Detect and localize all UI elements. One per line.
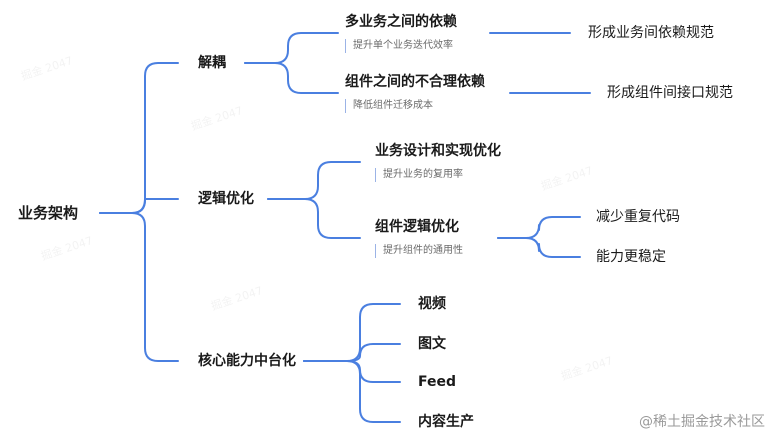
root-node: 业务架构 — [18, 204, 79, 222]
decouple-item-b-note: 降低组件迁移成本 — [345, 99, 433, 113]
link-root-decouple — [99, 62, 179, 214]
link-logic-b — [267, 198, 361, 239]
link-logic-a — [267, 161, 361, 200]
core-item-content: 内容生产 — [418, 414, 474, 430]
decouple-item-a-result: 形成业务间依赖规范 — [588, 25, 714, 41]
branch-logic: 逻辑优化 — [198, 191, 254, 207]
branch-decouple: 解耦 — [198, 55, 226, 71]
link-decouple-b — [244, 62, 339, 94]
logic-item-b-note: 提升组件的通用性 — [375, 244, 463, 258]
link-root-core — [99, 212, 179, 362]
core-item-graphic: 图文 — [418, 336, 446, 352]
link-core-1 — [303, 303, 401, 362]
core-item-video: 视频 — [418, 296, 446, 312]
logic-item-a-note: 提升业务的复用率 — [375, 168, 463, 182]
link-root-logic — [99, 198, 179, 214]
source-footer: @稀土掘金技术社区 — [639, 414, 765, 430]
link-core-2 — [303, 343, 401, 362]
link-core-3 — [303, 360, 401, 383]
logic-item-b-result-2: 能力更稳定 — [596, 249, 666, 265]
link-logic-b-r1 — [497, 216, 581, 239]
branch-core: 核心能力中台化 — [198, 353, 296, 369]
link-decouple-a — [244, 32, 339, 64]
logic-item-a: 业务设计和实现优化 — [375, 143, 501, 159]
decouple-item-a-note: 提升单个业务迭代效率 — [345, 39, 453, 53]
decouple-item-a: 多业务之间的依赖 — [345, 14, 457, 30]
logic-item-b: 组件逻辑优化 — [375, 219, 459, 235]
decouple-item-b-result: 形成组件间接口规范 — [607, 85, 733, 101]
decouple-item-b: 组件之间的不合理依赖 — [345, 74, 485, 90]
link-core-4 — [303, 360, 401, 423]
logic-item-b-result-1: 减少重复代码 — [596, 209, 680, 225]
core-item-feed: Feed — [418, 374, 457, 390]
link-logic-b-r2 — [497, 237, 581, 258]
